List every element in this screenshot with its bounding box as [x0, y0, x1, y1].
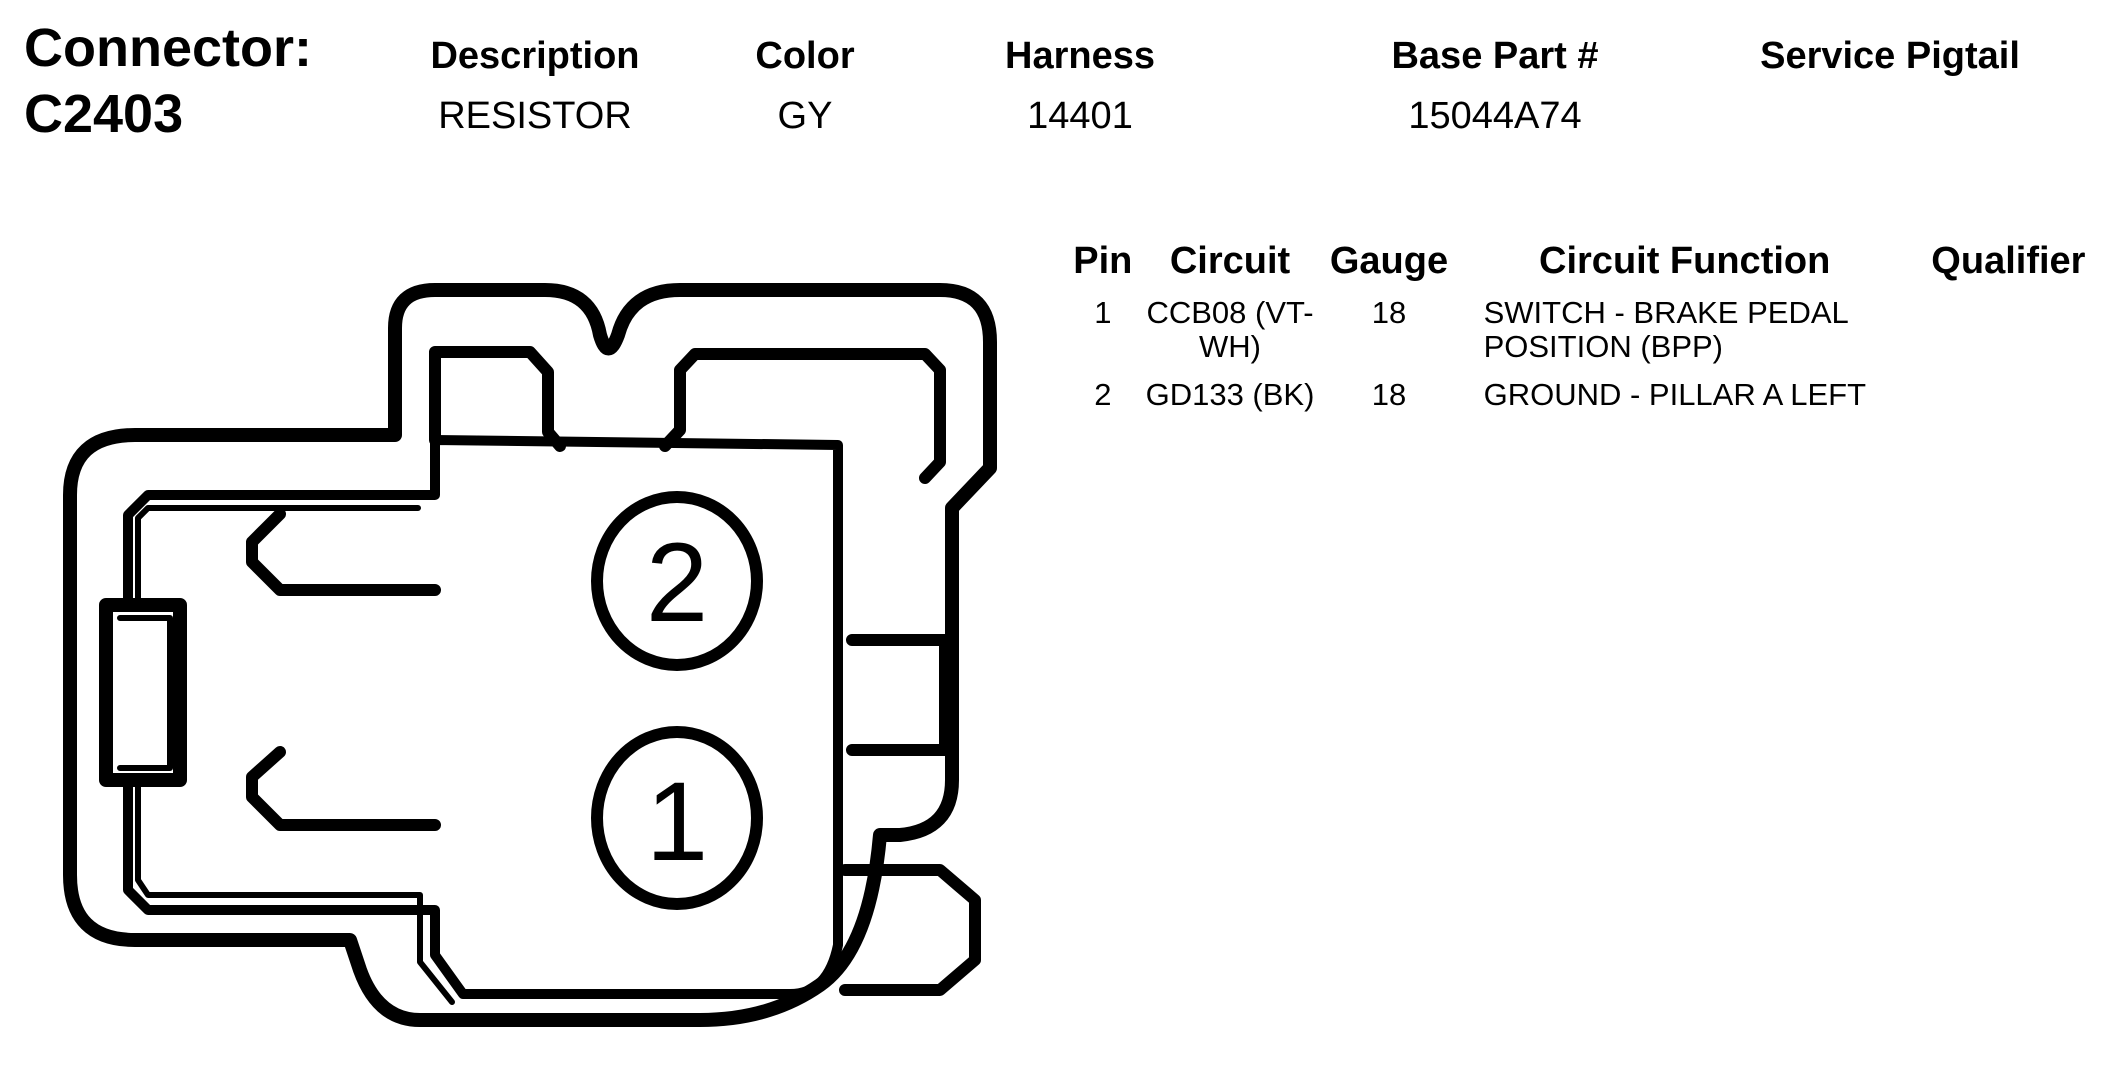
- connector-id: C2403: [24, 84, 184, 144]
- circuit-function-header: Circuit Function: [1539, 240, 1831, 282]
- base-part-value: 15044A74: [1408, 95, 1582, 137]
- pin-table: Pin Circuit Gauge Circuit Function Quali…: [1062, 238, 2109, 426]
- description-value: RESISTOR: [438, 95, 632, 137]
- qualifier-cell: [1908, 378, 2109, 426]
- inner-rim: [123, 435, 843, 999]
- description-header: Description: [430, 35, 640, 77]
- pin-cell: 1: [1094, 295, 1112, 330]
- harness-header: Harness: [1005, 35, 1155, 77]
- pin-cell: 2: [1094, 377, 1112, 412]
- gauge-cell: 18: [1371, 295, 1407, 330]
- color-header: Color: [755, 35, 855, 77]
- circuit-function-cell: GROUND - PILLAR A LEFT: [1483, 377, 1867, 412]
- inner-rim-double: [135, 505, 455, 1005]
- right-lower-tab: [839, 864, 981, 996]
- latch-block-inner: [117, 615, 173, 771]
- pin-header: Pin: [1073, 240, 1133, 282]
- pin-1-circle: [591, 726, 763, 910]
- pin-2-label: 2: [646, 520, 708, 645]
- connector-face-diagram: 2 1: [63, 283, 997, 1027]
- pin-1-label: 1: [646, 759, 708, 884]
- top-tab-left: [429, 346, 566, 452]
- table-row: 2 GD133 (BK) 18 GROUND - PILLAR A LEFT: [1062, 378, 2109, 426]
- top-tab-right: [659, 348, 946, 484]
- pin-table-header-row: Pin Circuit Gauge Circuit Function Quali…: [1062, 238, 2109, 296]
- circuit-cell: CCB08 (VT-WH): [1146, 295, 1314, 364]
- base-part-header: Base Part #: [1391, 35, 1599, 77]
- latch-block: [99, 598, 187, 787]
- qualifier-header: Qualifier: [1931, 240, 2086, 282]
- housing-outline: [63, 283, 997, 1027]
- circuit-header: Circuit: [1169, 240, 1291, 282]
- pin-2-circle: [591, 491, 763, 671]
- color-value: GY: [777, 95, 833, 137]
- gauge-header: Gauge: [1329, 240, 1449, 282]
- circuit-cell: GD133 (BK): [1145, 377, 1315, 412]
- circuit-function-cell: SWITCH - BRAKE PEDAL POSITION (BPP): [1483, 295, 1848, 364]
- harness-value: 14401: [1027, 95, 1133, 137]
- lower-key-notch: [246, 746, 441, 831]
- upper-key-notch: [246, 508, 441, 596]
- qualifier-cell: [1908, 296, 2109, 378]
- right-middle-tab: [846, 634, 951, 756]
- service-pigtail-header: Service Pigtail: [1760, 35, 2020, 77]
- connector-label: Connector:: [24, 18, 312, 78]
- gauge-cell: 18: [1371, 377, 1407, 412]
- table-row: 1 CCB08 (VT-WH) 18 SWITCH - BRAKE PEDAL …: [1062, 296, 2109, 378]
